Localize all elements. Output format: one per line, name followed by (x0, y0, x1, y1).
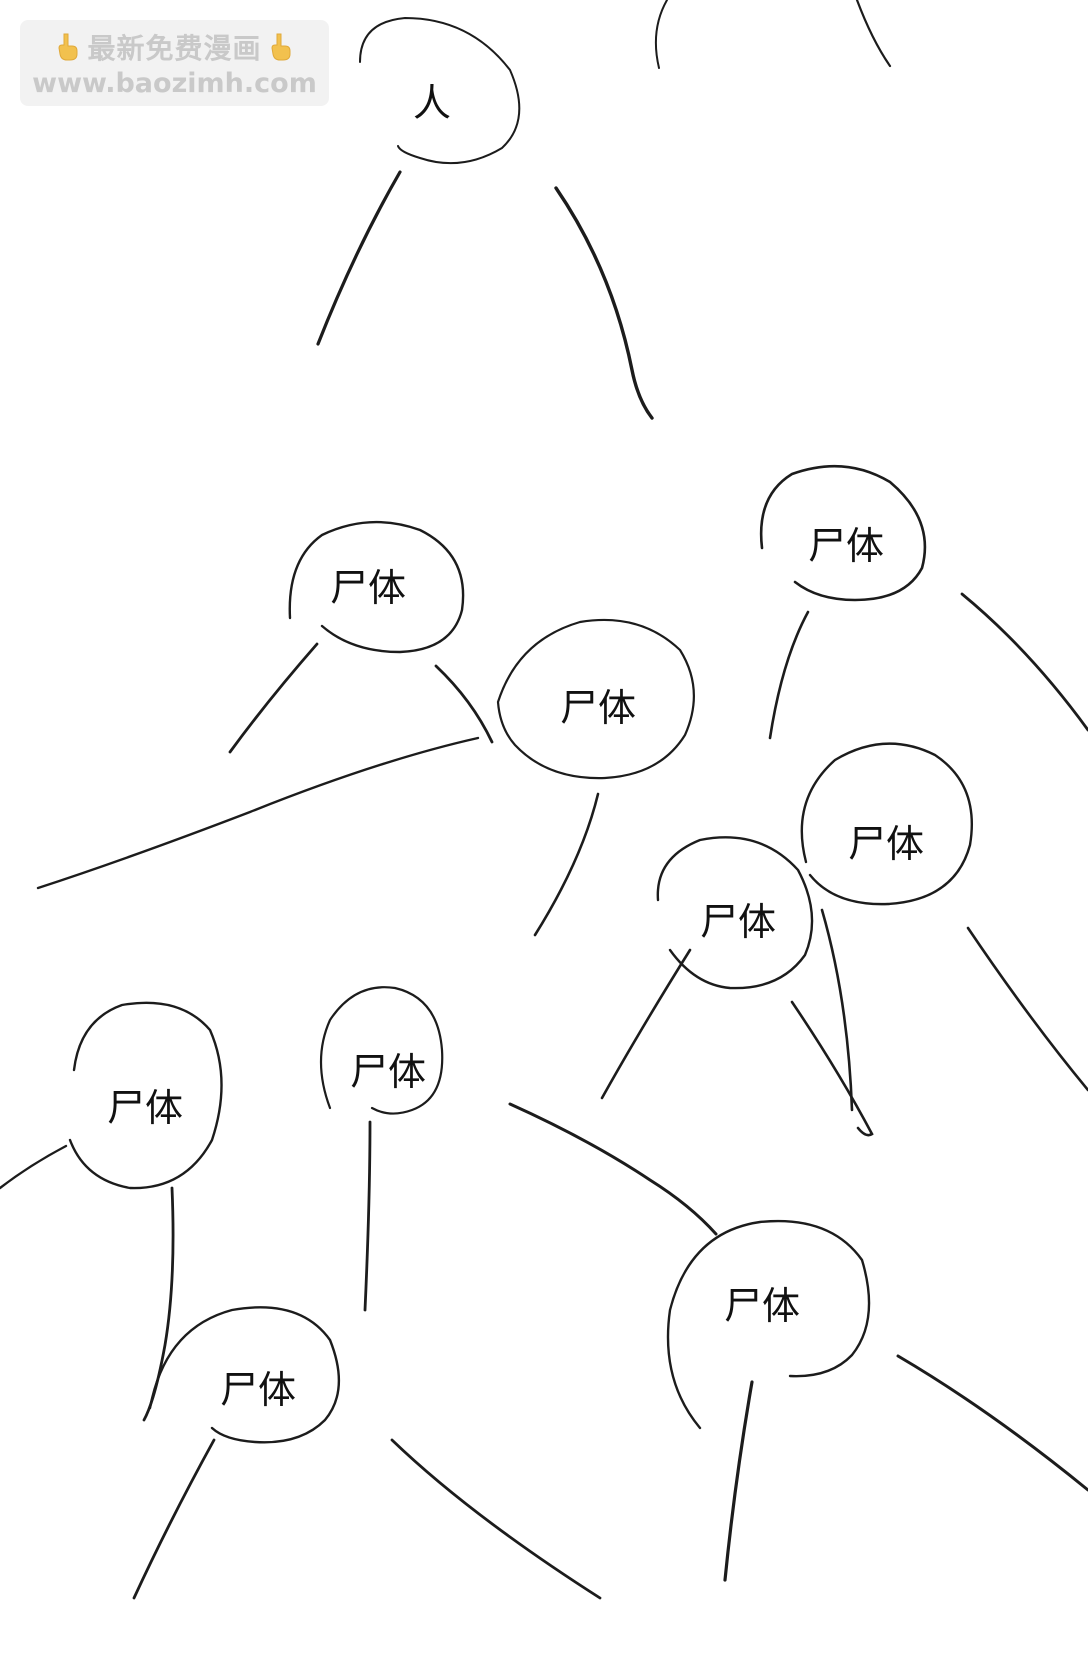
corpse-label: 尸体 (807, 524, 885, 568)
corpse-head (319, 986, 444, 1115)
corpse-head (148, 1306, 340, 1444)
corpse-limb (960, 592, 1088, 732)
corpse-limb (508, 1102, 718, 1236)
corpse-figure-1 (228, 520, 494, 754)
corpse-limb (363, 1120, 372, 1312)
corpse-label: 尸体 (329, 566, 407, 610)
corpse-limb (768, 610, 810, 740)
corpse-label: 尸体 (349, 1050, 427, 1094)
person-right-limb (554, 186, 654, 420)
partial-figure-top-right (654, 0, 892, 69)
pointing-down-hand-icon (58, 33, 78, 61)
corpse-figure-5 (600, 836, 874, 1137)
corpse-figure-4 (800, 742, 1088, 1112)
watermark-url: www.baozimh.com (32, 68, 317, 99)
corpse-figure-2 (36, 618, 695, 937)
watermark-title: 最新免费漫画 (87, 32, 262, 65)
corpse-limb (142, 1186, 175, 1422)
corpse-limb (966, 926, 1088, 1092)
corpse-limb (600, 948, 692, 1100)
corpse-label: 尸体 (106, 1086, 184, 1130)
corpse-label: 尸体 (559, 686, 637, 730)
corpse-label: 尸体 (219, 1368, 297, 1412)
watermark-title-row: 最新免费漫画 (20, 28, 329, 66)
corpse-limb (723, 1380, 754, 1582)
corpse-label: 尸体 (847, 822, 925, 866)
corpse-figure-9 (666, 1219, 1088, 1582)
corpse-limb (434, 664, 494, 744)
corpse-label: 尸体 (699, 900, 777, 944)
corpse-limb (0, 1144, 68, 1190)
watermark: 最新免费漫画 www.baozimh.com (20, 20, 329, 106)
corpse-head (800, 742, 974, 906)
corpse-limb (820, 908, 854, 1112)
corpse-limb (36, 736, 480, 890)
corpse-label: 尸体 (723, 1284, 801, 1328)
corpse-limb (132, 1438, 216, 1600)
person-figure (316, 16, 654, 420)
person-head (359, 16, 521, 165)
corpse-figure-6 (0, 1001, 223, 1422)
corpse-figure-7 (319, 986, 718, 1312)
corpse-head (666, 1219, 871, 1430)
person-left-limb (316, 170, 402, 346)
person-label: 人 (412, 81, 452, 125)
corpse-limb (533, 792, 600, 937)
corpse-limb (228, 642, 319, 754)
corpse-limb (790, 1000, 874, 1137)
corpse-figure-8 (132, 1306, 602, 1600)
corpse-head (759, 464, 927, 602)
corpse-head (288, 520, 465, 654)
corpse-head (656, 836, 814, 990)
pointing-down-hand-icon (270, 33, 290, 61)
corpse-head (68, 1001, 223, 1190)
corpse-figure-3 (759, 464, 1088, 740)
corpse-limb (896, 1354, 1088, 1492)
corpse-limb (390, 1438, 602, 1600)
corpse-head (496, 618, 695, 780)
